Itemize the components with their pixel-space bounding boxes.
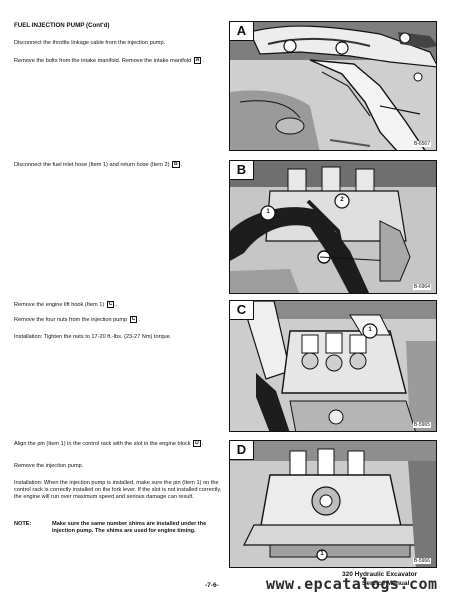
figure-d-photo: D 1 B-5966	[229, 440, 437, 568]
watermark-url: www.epcatalogs.com	[266, 575, 438, 593]
step-align-pin: Align the pin (Item 1) in the control ra…	[14, 440, 224, 448]
step-text: Remove the four nuts from the injection …	[14, 317, 128, 324]
figure-a-illustration	[230, 22, 436, 150]
figure-c-photo: C 1 B-5965	[229, 300, 437, 432]
step-end: .	[115, 302, 117, 309]
step-disconnect-fuel-hoses: Disconnect the fuel inlet hose (Item 1) …	[14, 161, 224, 169]
step-text: Remove the engine lift hook (Item 1)	[14, 302, 105, 309]
figure-b-illustration	[230, 161, 436, 293]
step-text: Installation: Tighten the nuts to 17-20 …	[14, 334, 172, 340]
step-end: .	[202, 58, 204, 65]
figure-b-photo: B 1 2 B-6964	[229, 160, 437, 294]
step-disconnect-throttle: Disconnect the throttle linkage cable fr…	[14, 40, 224, 47]
step-text: Remove the injection pump.	[14, 463, 84, 469]
step-text: Align the pin (Item 1) in the control ra…	[14, 441, 191, 448]
figure-d-callout-1: 1	[320, 551, 324, 557]
manual-title-line1: 320 Hydraulic Excavator	[342, 571, 418, 578]
figure-c-letter: C	[230, 301, 254, 320]
step-end: .	[138, 317, 140, 324]
step-end: .	[201, 441, 204, 448]
step-install-torque: Installation: Tighten the nuts to 17-20 …	[14, 334, 224, 341]
step-end: .	[180, 162, 183, 169]
step-text: Disconnect the throttle linkage cable fr…	[14, 40, 166, 46]
note-label: NOTE:	[14, 521, 32, 527]
figure-a-letter: A	[230, 22, 254, 41]
figure-c-callout-1: 1	[368, 327, 372, 333]
figure-b-callout-1: 1	[266, 209, 270, 215]
figure-ref-d: D	[193, 440, 201, 448]
figure-ref-c: C	[129, 316, 138, 324]
figure-ref-c: C	[106, 301, 115, 309]
figure-c-illustration	[230, 301, 436, 431]
manual-title-line2: Service Manual	[362, 580, 410, 587]
step-remove-four-nuts: Remove the four nuts from the injection …	[14, 316, 224, 324]
figure-d-letter: D	[230, 441, 254, 460]
figure-b-letter: B	[230, 161, 254, 180]
figure-ref-b: B	[172, 161, 180, 169]
figure-b-code: B-6964	[412, 284, 431, 290]
step-text: Remove the bolts from the intake manifol…	[14, 58, 192, 65]
figure-b-callout-2: 2	[340, 197, 344, 203]
figure-ref-a: A	[193, 57, 202, 65]
figure-a-photo: A B-6567	[229, 21, 437, 151]
step-remove-lift-hook: Remove the engine lift hook (Item 1) C.	[14, 301, 224, 309]
note-text: Make sure the same number shims are inst…	[52, 521, 207, 535]
figure-d-illustration	[230, 441, 436, 567]
figure-d-code: B-5966	[412, 558, 431, 564]
page-number: -7-6-	[205, 582, 219, 589]
step-text: Disconnect the fuel inlet hose (Item 1) …	[14, 162, 170, 169]
figure-a-code: B-6567	[412, 141, 431, 147]
step-remove-intake-manifold: Remove the bolts from the intake manifol…	[14, 57, 224, 65]
figure-c-code: B-5965	[412, 422, 431, 428]
step-install-pin: Installation: When the injection pump is…	[14, 480, 226, 502]
step-text: Installation: When the injection pump is…	[14, 480, 222, 501]
step-remove-pump: Remove the injection pump.	[14, 463, 224, 470]
section-heading: FUEL INJECTION PUMP (Cont'd)	[14, 22, 110, 29]
